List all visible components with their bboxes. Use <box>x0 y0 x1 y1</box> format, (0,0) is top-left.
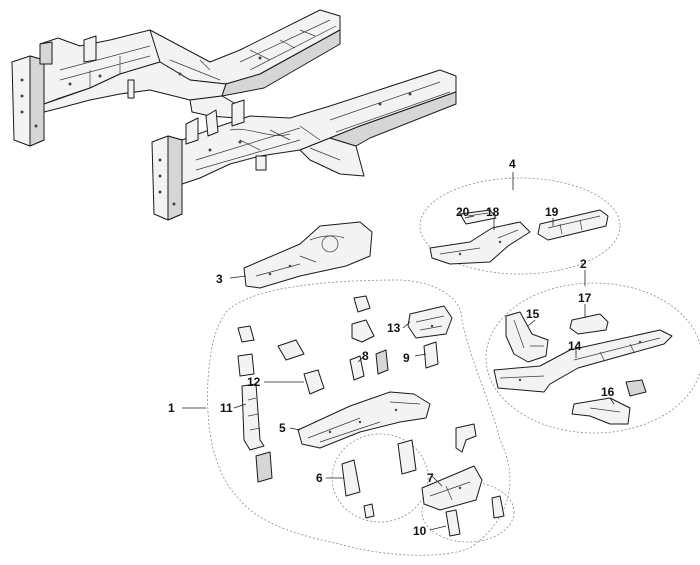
callout-16: 16 <box>601 385 615 399</box>
part-t-bracket <box>455 423 477 453</box>
part-12 <box>277 339 325 395</box>
part-19 <box>537 209 609 241</box>
group-4-outline <box>419 177 621 275</box>
part-5 <box>297 391 431 449</box>
callout-8: 8 <box>362 349 369 363</box>
callout-14: 14 <box>568 339 582 353</box>
part-18 <box>429 221 531 265</box>
callout-12: 12 <box>247 375 261 389</box>
part-20 <box>459 209 497 225</box>
chassis-frame-lower <box>151 69 457 221</box>
part-8 <box>349 349 389 381</box>
callout-6: 6 <box>316 471 323 485</box>
callout-7: 7 <box>427 471 434 485</box>
callout-11: 11 <box>220 401 233 415</box>
part-16 <box>571 379 647 425</box>
part-6 <box>341 439 417 519</box>
part-17 <box>569 313 609 335</box>
callout-13: 13 <box>387 321 401 335</box>
callout-20: 20 <box>456 205 470 219</box>
part-top-bracket <box>353 295 371 313</box>
part-14 <box>493 329 673 393</box>
callout-5: 5 <box>279 421 286 435</box>
callout-2: 2 <box>580 257 587 271</box>
part-bracket-center <box>351 319 375 343</box>
chassis-frame-upper <box>11 9 341 147</box>
part-3 <box>243 221 373 289</box>
callout-15: 15 <box>526 307 540 321</box>
part-11 <box>237 325 273 483</box>
callout-1: 1 <box>168 401 175 415</box>
group-1-outline <box>207 279 511 556</box>
part-13 <box>407 305 453 339</box>
part-15 <box>505 311 549 363</box>
callout-19: 19 <box>545 205 559 219</box>
part-10 <box>445 495 505 537</box>
callout-4: 4 <box>509 157 516 171</box>
callout-17: 17 <box>578 291 592 305</box>
callout-3: 3 <box>216 272 223 286</box>
leader-lines <box>182 172 615 531</box>
callout-9: 9 <box>403 351 410 365</box>
part-7 <box>421 465 483 511</box>
callout-18: 18 <box>486 205 500 219</box>
callout-10: 10 <box>413 524 427 538</box>
group-2-outline <box>485 282 700 434</box>
callout-labels: 1 2 3 4 5 6 7 8 9 10 11 12 13 14 15 16 1… <box>168 157 615 538</box>
part-9 <box>423 341 439 369</box>
